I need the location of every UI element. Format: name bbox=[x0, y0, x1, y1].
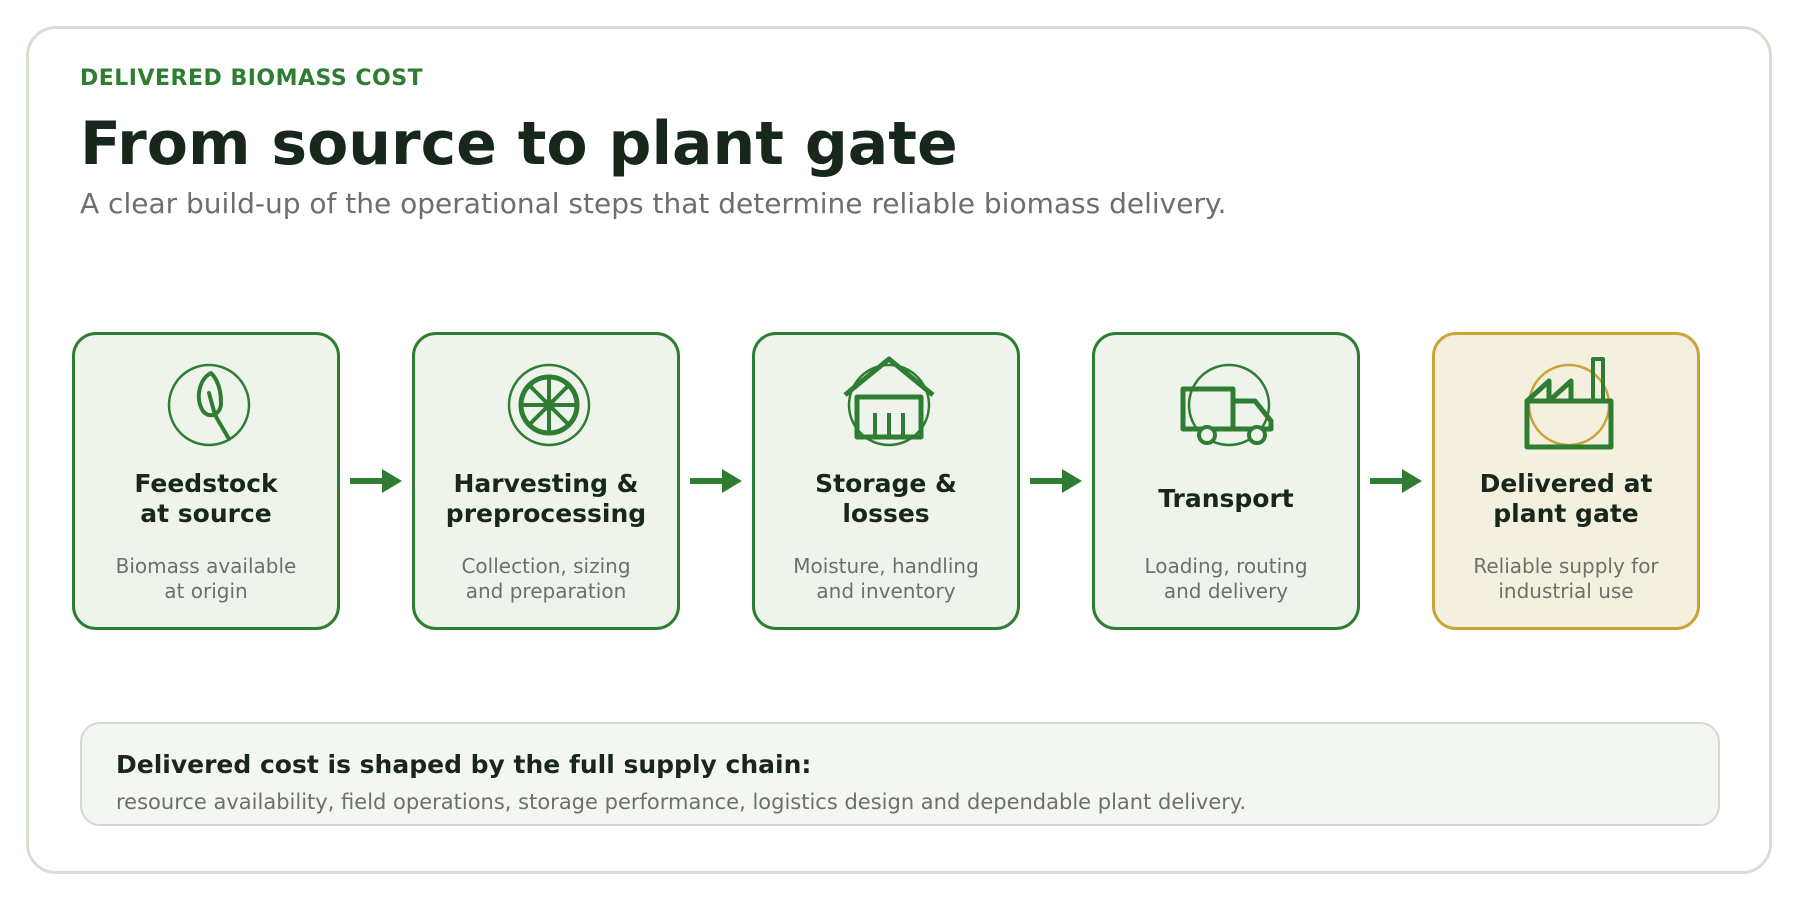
step-label: Storage & losses bbox=[815, 469, 957, 528]
storage-shed-icon bbox=[839, 355, 939, 455]
step-card-harvesting: Harvesting & preprocessing Collection, s… bbox=[412, 332, 680, 630]
factory-icon bbox=[1519, 355, 1619, 455]
page-subtitle: A clear build-up of the operational step… bbox=[80, 187, 1227, 220]
step-description: Biomass available at origin bbox=[115, 554, 297, 603]
summary-text: resource availability, field operations,… bbox=[116, 790, 1247, 814]
step-description: Moisture, handling and inventory bbox=[793, 554, 979, 603]
step-card-plant-gate: Delivered at plant gate Reliable supply … bbox=[1432, 332, 1700, 630]
wheel-icon bbox=[499, 355, 599, 455]
page-title: From source to plant gate bbox=[80, 109, 958, 179]
step-description: Collection, sizing and preparation bbox=[461, 554, 631, 603]
flow-arrow bbox=[1030, 466, 1084, 496]
step-card-storage: Storage & losses Moisture, handling and … bbox=[752, 332, 1020, 630]
step-description: Loading, routing and delivery bbox=[1144, 554, 1308, 603]
summary-title: Delivered cost is shaped by the full sup… bbox=[116, 750, 812, 779]
summary-panel: Delivered cost is shaped by the full sup… bbox=[80, 722, 1720, 826]
leaf-icon bbox=[159, 355, 259, 455]
step-card-transport: Transport Loading, routing and delivery bbox=[1092, 332, 1360, 630]
step-description: Reliable supply for industrial use bbox=[1473, 554, 1659, 603]
step-card-feedstock: Feedstock at source Biomass available at… bbox=[72, 332, 340, 630]
step-label: Transport bbox=[1158, 484, 1294, 513]
step-label: Feedstock at source bbox=[134, 469, 278, 528]
eyebrow-label: DELIVERED BIOMASS COST bbox=[80, 66, 424, 91]
step-label: Harvesting & preprocessing bbox=[445, 469, 647, 528]
truck-icon bbox=[1179, 355, 1279, 455]
flow-arrow bbox=[690, 466, 744, 496]
flow-arrow bbox=[350, 466, 404, 496]
step-label: Delivered at plant gate bbox=[1479, 469, 1653, 528]
flow-arrow bbox=[1370, 466, 1424, 496]
